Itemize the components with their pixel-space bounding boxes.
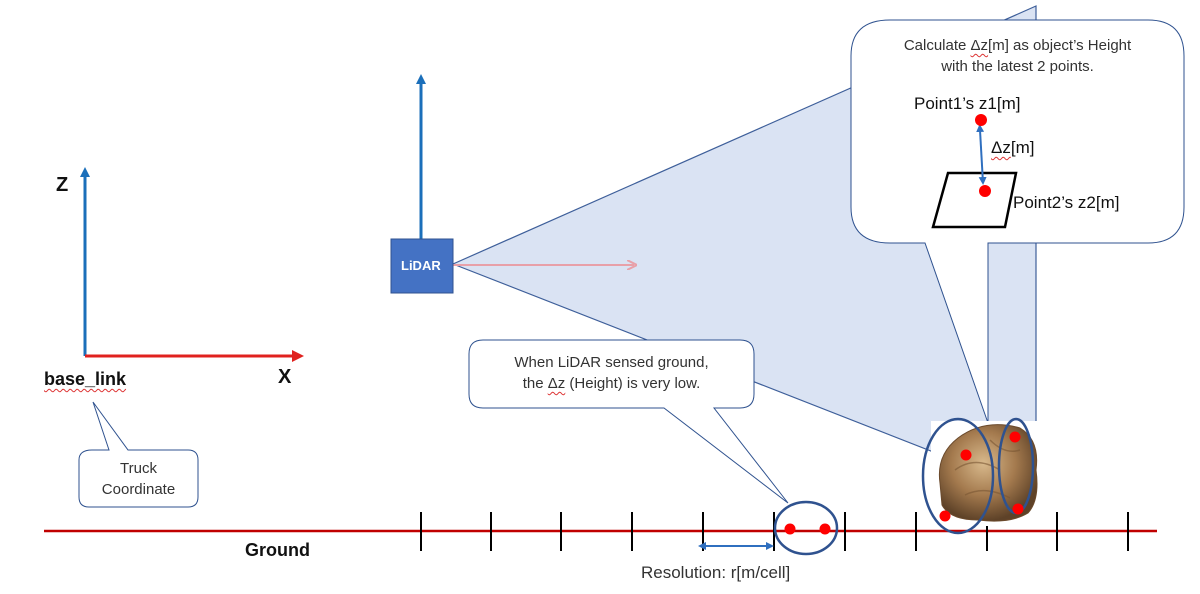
lidar-label: LiDAR (401, 258, 441, 273)
ground-callout-line2-post: (Height) is very low. (565, 375, 701, 392)
rock-point-4 (1012, 503, 1024, 515)
height-callout-text: Calculate Δz[m] as object’s Height with … (851, 35, 1184, 77)
height-callout-delta-z: Δz (970, 37, 989, 54)
height-callout-line1-pre: Calculate (903, 37, 971, 54)
ground-callout-line2: the Δz (Height) is very low. (469, 373, 754, 394)
point1-label: Point1’s z1[m] (914, 94, 1021, 113)
z-axis-label: Z (56, 174, 69, 196)
rock-point-2 (939, 510, 951, 522)
ground-point-2 (819, 523, 831, 535)
delta-z-label-math: Δz (991, 138, 1011, 157)
height-callout-bubble (850, 19, 1185, 424)
ground-label: Ground (245, 540, 310, 560)
ground-points-ellipse (773, 500, 839, 556)
truck-callout-line1: Truck (120, 460, 157, 477)
point1-marker (975, 114, 987, 126)
truck-callout-bubble (78, 401, 199, 508)
delta-z-label-unit: [m] (1010, 138, 1035, 157)
height-callout-line2: with the latest 2 points. (941, 58, 1094, 75)
truck-callout-text: Truck Coordinate (79, 458, 198, 500)
delta-z-arrow (976, 124, 987, 185)
ground-callout-line1: When LiDAR sensed ground, (514, 354, 709, 371)
x-axis-label: X (278, 366, 292, 388)
height-callout-line1-post: [m] as object’s Height (988, 37, 1132, 54)
point2-label: Point2’s z2[m] (1013, 193, 1120, 212)
delta-z-label: Δz[m] (991, 138, 1034, 158)
lidar-sensor-box (390, 238, 454, 294)
point2-marker (979, 185, 991, 197)
ground-callout-text: When LiDAR sensed ground, the Δz (Height… (469, 352, 754, 394)
truck-callout-line2: Coordinate (101, 481, 176, 498)
base-link-label: base_link (44, 369, 127, 389)
rock-point-1 (960, 449, 972, 461)
rock-left-points-ellipse (921, 417, 995, 535)
height-callout-line1: Calculate Δz[m] as object’s Height (851, 35, 1184, 56)
resolution-label: Resolution: r[m/cell] (641, 563, 791, 582)
ground-callout-line2-pre: the (522, 375, 548, 392)
ground-callout-bubble (468, 339, 789, 504)
ground-callout-delta-z: Δz (547, 375, 566, 392)
ground-point-1 (784, 523, 796, 535)
rock-point-3 (1009, 431, 1021, 443)
point2-plane (931, 171, 1018, 229)
